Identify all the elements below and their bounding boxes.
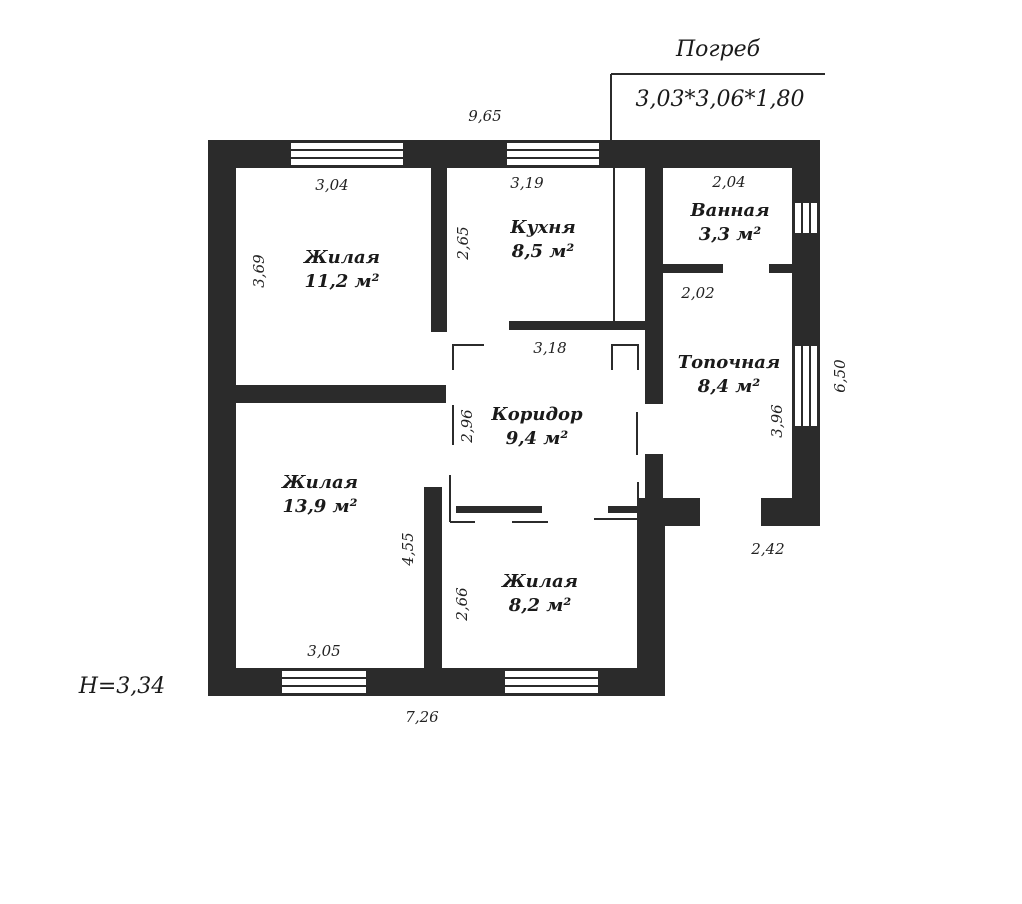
- dim-bed2-width: 3,05: [307, 642, 340, 660]
- dim-bath-width: 2,04: [711, 173, 745, 191]
- bottom-right-wall-right: [761, 498, 820, 526]
- window-bed1: [291, 143, 403, 165]
- corridor-door-frame-left: [452, 344, 484, 370]
- boiler-left-wall-upper: [645, 168, 663, 404]
- window-kitchen: [507, 143, 599, 165]
- ceiling-height-label: H=3,34: [78, 674, 166, 699]
- bath-bottom-partition-right: [769, 264, 792, 273]
- right-lower-outer-wall: [637, 498, 665, 696]
- room-boiler-name: Топочная: [678, 352, 780, 373]
- dim-boiler-width: 2,02: [680, 284, 714, 302]
- room-bath-area: 3,3 м²: [699, 224, 762, 245]
- window-boiler: [795, 346, 817, 426]
- bed1-bed2-partition: [236, 385, 446, 403]
- dim-corridor-width: 3,18: [533, 339, 566, 357]
- room-kitchen-name: Кухня: [509, 217, 575, 238]
- bed1-kitchen-partition: [431, 168, 447, 332]
- dim-overall-bottom: 7,26: [405, 708, 439, 726]
- dim-overall-top: 9,65: [468, 107, 501, 125]
- corridor-door-frame-right: [611, 344, 639, 370]
- windows: [282, 143, 817, 693]
- dim-corridor-height: 2,96: [458, 409, 476, 444]
- room-labels: Жилая 11,2 м² Кухня 8,5 м² Ванная 3,3 м²…: [280, 200, 780, 616]
- left-outer-wall: [208, 140, 236, 696]
- bed3-top-partition-right: [608, 506, 638, 513]
- room-bed1-area: 11,2 м²: [304, 271, 379, 292]
- dim-kitchen-width: 3,19: [510, 174, 544, 192]
- dim-bed3-height: 2,66: [453, 587, 471, 622]
- cellar-callout: Погреб 3,03*3,06*1,80: [610, 37, 825, 140]
- window-bed3: [505, 671, 598, 693]
- room-bed3-name: Жилая: [500, 571, 578, 592]
- dim-right-bottom: 2,42: [750, 540, 784, 558]
- thin-lines: [449, 168, 639, 523]
- room-bath-name: Ванная: [689, 200, 769, 221]
- room-boiler-area: 8,4 м²: [697, 376, 761, 397]
- dim-bed1-height: 3,69: [250, 254, 268, 288]
- bed3-top-partition-left: [456, 506, 542, 513]
- cellar-label: Погреб: [675, 37, 761, 62]
- bed2-bed3-partition: [424, 487, 442, 668]
- kitchen-bottom-partition: [509, 321, 645, 330]
- right-outer-wall: [792, 140, 820, 526]
- dim-kitchen-height: 2,65: [454, 226, 472, 260]
- window-bath: [795, 203, 817, 233]
- dim-overall-right: 6,50: [831, 359, 849, 393]
- room-bed1-name: Жилая: [302, 247, 380, 268]
- bath-bottom-partition-left: [663, 264, 723, 273]
- dim-bed1-width: 3,04: [315, 176, 348, 194]
- boiler-left-wall-lower: [645, 454, 663, 504]
- cellar-size: 3,03*3,06*1,80: [636, 87, 805, 112]
- room-bed2-area: 13,9 м²: [282, 496, 357, 517]
- window-bed2: [282, 671, 366, 693]
- room-corridor-name: Коридор: [490, 404, 583, 425]
- room-bed2-name: Жилая: [280, 472, 358, 493]
- room-bed3-area: 8,2 м²: [508, 595, 572, 616]
- room-corridor-area: 9,4 м²: [506, 428, 569, 449]
- dim-bed2-height: 4,55: [399, 532, 417, 566]
- dimension-labels: 9,65 3,04 3,19 2,04 2,02 3,18 2,42 3,05 …: [250, 107, 849, 726]
- room-kitchen-area: 8,5 м²: [511, 241, 575, 262]
- dim-boiler-height: 3,96: [768, 404, 786, 438]
